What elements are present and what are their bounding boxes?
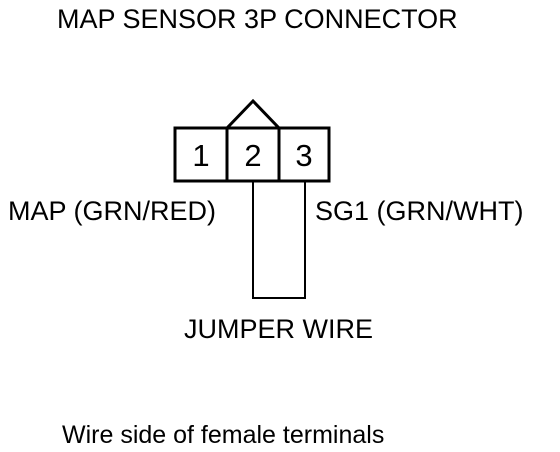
connector-housing	[173, 126, 331, 183]
label-map-wire: MAP (GRN/RED)	[8, 196, 217, 226]
label-jumper-wire: JUMPER WIRE	[184, 314, 373, 344]
jumper-wire	[252, 181, 306, 299]
connector-key-tab	[225, 98, 281, 130]
terminal-side-note: Wire side of female terminals	[62, 421, 385, 449]
diagram-title: MAP SENSOR 3P CONNECTOR	[57, 4, 458, 34]
pin-number-2: 2	[244, 138, 261, 173]
pin-number-1: 1	[192, 138, 209, 173]
label-sg1-wire: SG1 (GRN/WHT)	[315, 196, 524, 226]
pin-number-3: 3	[295, 138, 312, 173]
